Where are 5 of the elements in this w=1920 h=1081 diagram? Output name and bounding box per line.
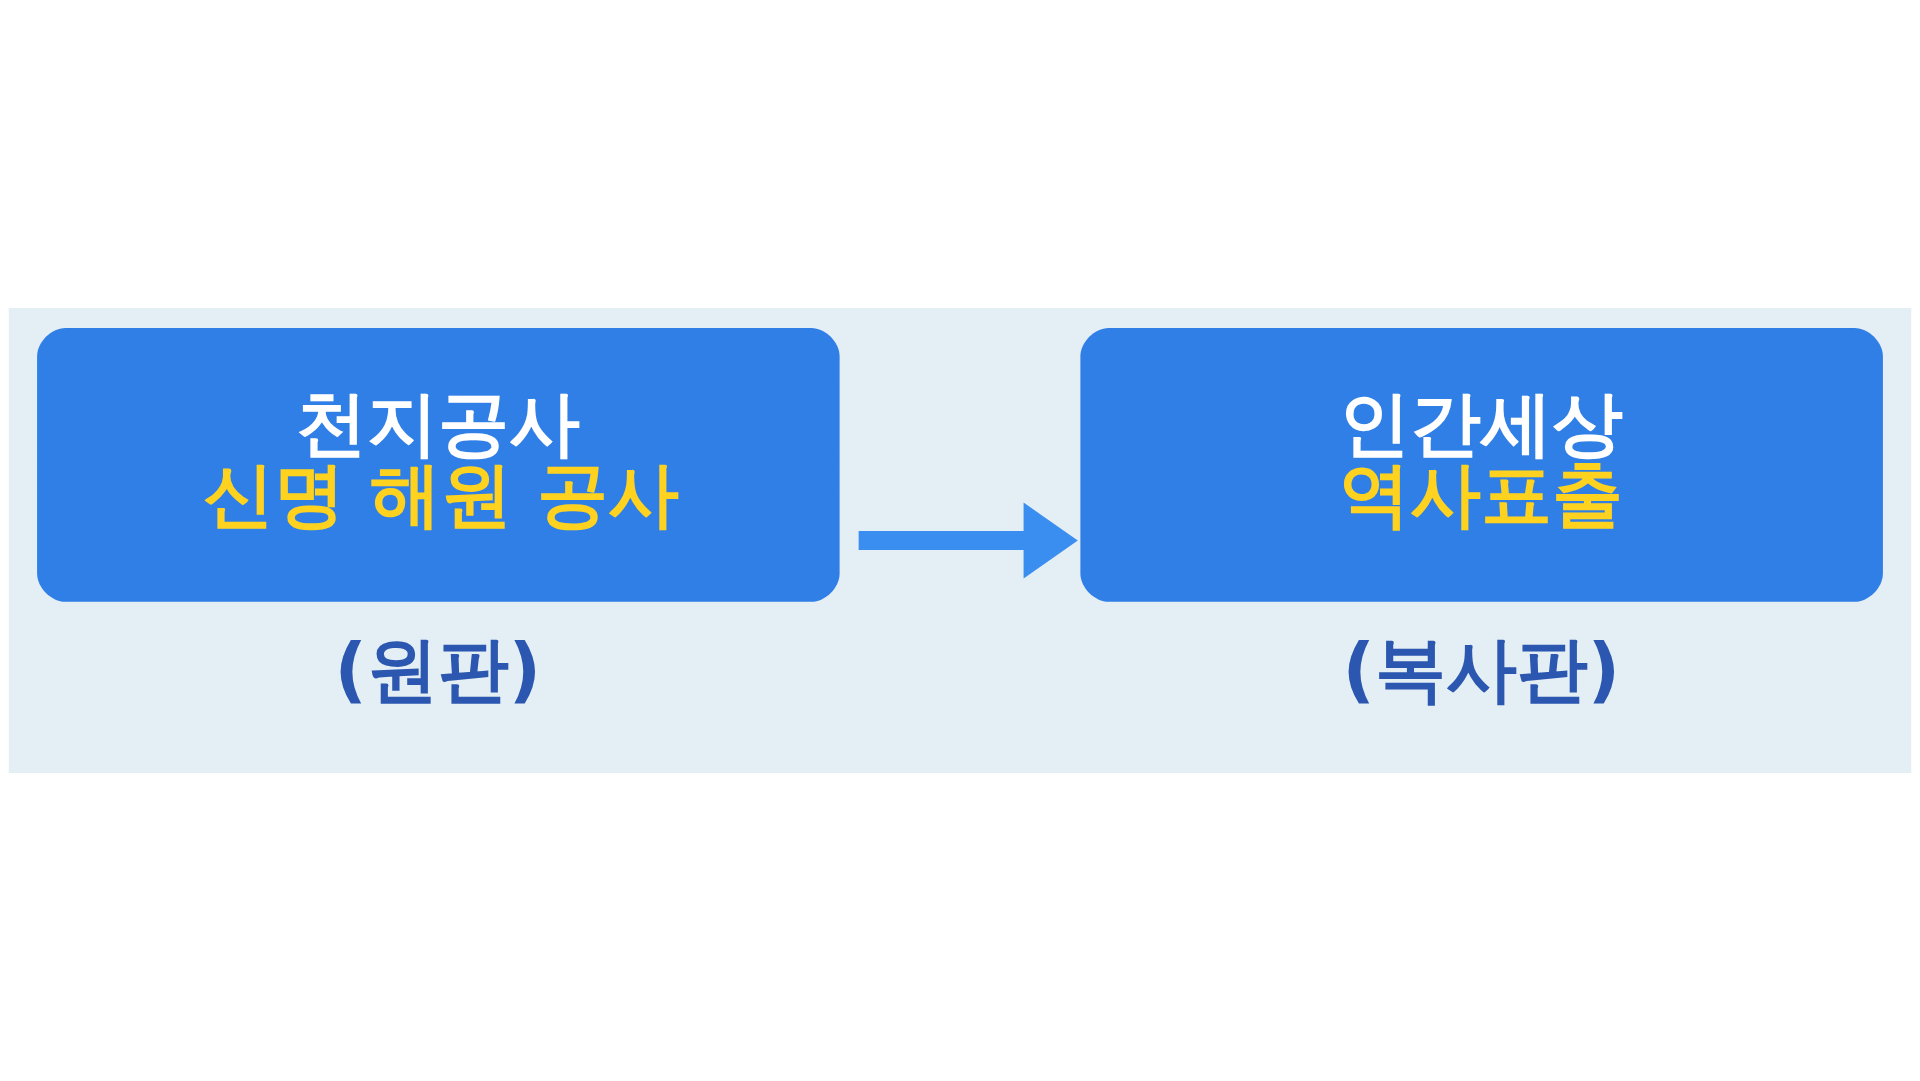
- node-label: (원판): [334, 627, 542, 711]
- node-label: (복사판): [1342, 627, 1621, 711]
- arrow: [858, 502, 1078, 579]
- node-box: 인간세상 역사표출: [1080, 328, 1883, 602]
- node-box: 천지공사 신명 해원 공사: [37, 328, 840, 602]
